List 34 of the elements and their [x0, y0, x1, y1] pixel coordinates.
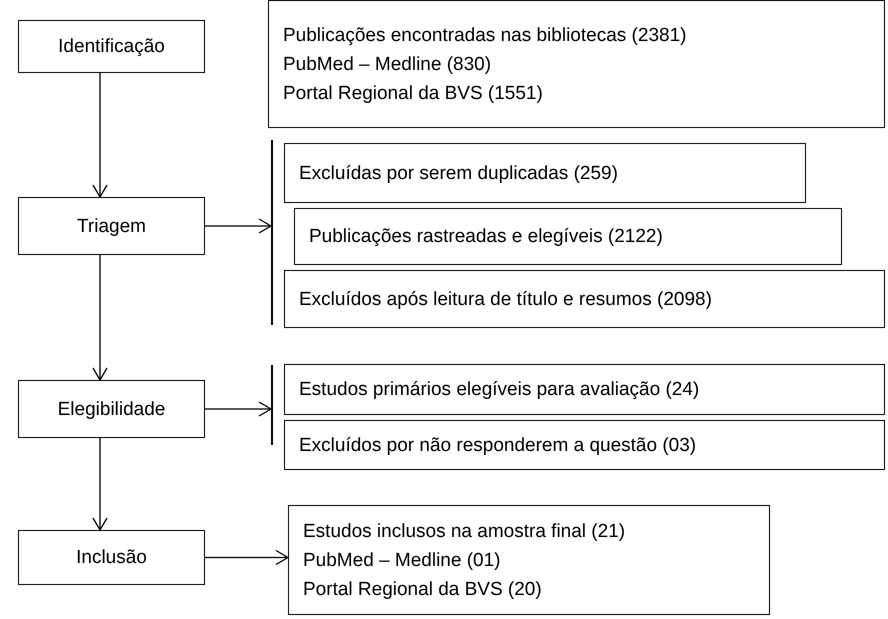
stage-label: Triagem [77, 214, 146, 238]
result-text: Excluídas por serem duplicadas (259) [299, 162, 618, 186]
arrow [205, 401, 272, 417]
result-box [288, 505, 770, 615]
result-box [268, 0, 885, 128]
stage-label: Inclusão [76, 546, 147, 570]
result-text: Excluídos após leitura de título e resumos (2098) [299, 288, 712, 312]
bracket-line [271, 365, 273, 445]
arrow [205, 218, 272, 234]
stage-label: Identificação [58, 35, 165, 59]
bracket-line [271, 140, 273, 325]
result-text: Portal Regional da BVS (20) [303, 578, 542, 602]
result-box [284, 270, 885, 328]
result-box [284, 364, 885, 415]
result-text: Excluídos por não responderem a questão (03) [299, 434, 696, 458]
stage-box [18, 197, 205, 255]
result-text: Publicações encontradas nas bibliotecas (2381) [283, 24, 686, 48]
result-text: Estudos primários elegíveis para avaliação (24) [299, 378, 700, 402]
result-text: Estudos inclusos na amostra final (21) [303, 520, 626, 544]
result-text: Publicações rastreadas e elegíveis (2122) [309, 225, 663, 249]
arrow [92, 438, 108, 531]
stage-box [18, 530, 205, 585]
result-text: PubMed – Medline (830) [283, 52, 492, 76]
stage-box [18, 380, 205, 438]
result-box [284, 143, 806, 203]
result-box [284, 420, 885, 470]
result-text: Portal Regional da BVS (1551) [283, 82, 543, 106]
arrow [92, 73, 108, 198]
stage-label: Elegibilidade [58, 398, 166, 422]
result-box [294, 208, 842, 265]
result-text: PubMed – Medline (01) [303, 548, 500, 572]
arrow [92, 255, 108, 381]
arrow [205, 550, 289, 566]
stage-box [18, 20, 205, 73]
